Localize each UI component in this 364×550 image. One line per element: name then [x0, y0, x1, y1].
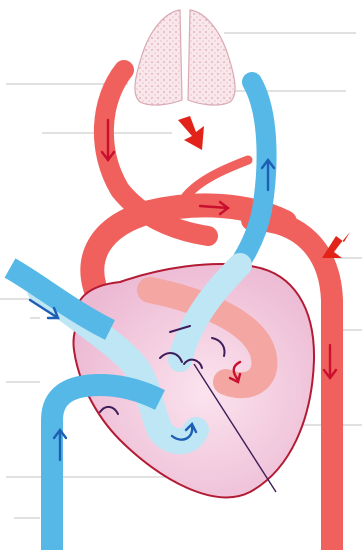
left-lung — [135, 10, 182, 105]
ductus-arteriosus — [186, 160, 248, 196]
lungs-icon — [135, 10, 235, 105]
pointer-arrow-icon — [178, 116, 204, 150]
right-lung — [188, 10, 235, 105]
